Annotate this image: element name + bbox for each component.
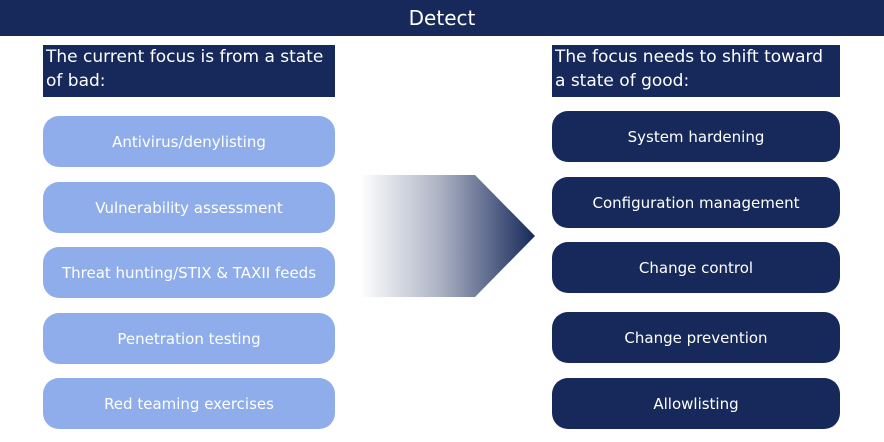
left-heading: The current focus is from a state of bad… <box>43 45 335 97</box>
page-title: Detect <box>0 0 884 36</box>
good-item-allowlisting: Allowlisting <box>552 378 840 429</box>
good-item-change-control: Change control <box>552 242 840 293</box>
shift-arrow-icon <box>360 175 535 297</box>
good-item-configuration-management: Configuration management <box>552 177 840 228</box>
bad-item-threat-hunting: Threat hunting/STIX & TAXII feeds <box>43 247 335 298</box>
right-heading: The focus needs to shift toward a state … <box>552 45 840 97</box>
bad-item-red-teaming: Red teaming exercises <box>43 378 335 429</box>
bad-item-penetration-testing: Penetration testing <box>43 313 335 364</box>
good-item-change-prevention: Change prevention <box>552 312 840 363</box>
bad-item-antivirus: Antivirus/denylisting <box>43 116 335 167</box>
bad-item-vulnerability-assessment: Vulnerability assessment <box>43 182 335 233</box>
good-item-system-hardening: System hardening <box>552 111 840 162</box>
